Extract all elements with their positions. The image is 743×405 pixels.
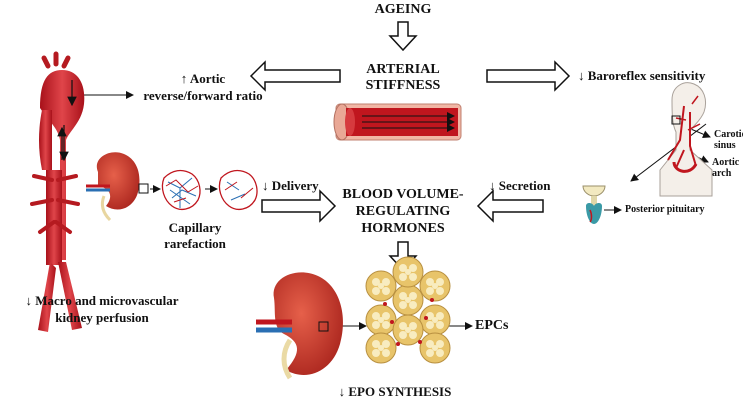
label-epcs: EPCs <box>475 318 509 333</box>
label-blood-volume-hormones: BLOOD VOLUME- REGULATING HORMONES <box>333 186 473 237</box>
label-secretion: ↓ Secretion <box>489 178 551 193</box>
label-capillary-rarefaction: Capillary rarefaction <box>155 220 235 252</box>
aorta-illustration <box>30 51 85 332</box>
label-rarefaction: rarefaction <box>164 236 226 251</box>
arrow-ageing-down-icon <box>388 21 418 52</box>
label-macro-microvascular: ↓ Macro and microvascular <box>25 293 179 308</box>
arrow-right-to-baroreflex-icon <box>486 60 571 92</box>
label-aortic-arch: Aortic arch <box>712 157 739 179</box>
label-arterial-stiffness: ARTERIAL STIFFNESS <box>348 62 458 94</box>
arrow-delivery-right-icon <box>261 189 337 223</box>
kidney-large-icon <box>256 272 344 380</box>
label-baroreflex: ↓ Baroreflex sensitivity <box>578 68 706 83</box>
label-aortic: ↑ Aortic <box>180 71 226 86</box>
bone-marrow-icon <box>365 256 451 364</box>
label-aortic-arch-2: arch <box>712 168 732 179</box>
arrow-head-to-pituitary <box>630 123 707 182</box>
label-sinus: sinus <box>714 140 736 151</box>
head-neck-vasculature-icon <box>659 82 713 197</box>
label-kidney-perfusion-2: kidney perfusion <box>55 310 149 325</box>
label-stiffness: STIFFNESS <box>365 78 441 93</box>
label-regulating: REGULATING <box>355 204 451 219</box>
label-capillary: Capillary <box>168 220 222 235</box>
label-kidney-perfusion: ↓ Macro and microvascular kidney perfusi… <box>2 292 202 326</box>
label-blood-volume: BLOOD VOLUME- <box>342 187 464 202</box>
label-epo-synthesis: ↓ EPO SYNTHESIS <box>338 384 452 399</box>
label-delivery: ↓ Delivery <box>262 178 319 193</box>
kidney-small-icon <box>86 152 149 222</box>
label-aortic-ratio: ↑ Aortic reverse/forward ratio <box>138 70 268 104</box>
label-reverse-forward: reverse/forward ratio <box>143 88 263 103</box>
label-hormones: HORMONES <box>361 221 445 236</box>
arrow-left-to-aortic-icon <box>249 60 341 92</box>
arrow-secretion-left-icon <box>476 189 544 223</box>
capillary-icon <box>161 169 258 211</box>
label-arterial: ARTERIAL <box>366 62 440 77</box>
artery-cross-section-icon <box>333 103 462 141</box>
label-posterior-pituitary: Posterior pituitary <box>625 204 705 215</box>
pituitary-icon <box>582 185 606 224</box>
label-carotid: Carotid <box>714 129 743 140</box>
label-ageing: AGEING <box>374 2 432 17</box>
label-carotid-sinus: Carotid sinus <box>714 129 743 151</box>
label-aortic-arch-1: Aortic <box>712 157 740 168</box>
